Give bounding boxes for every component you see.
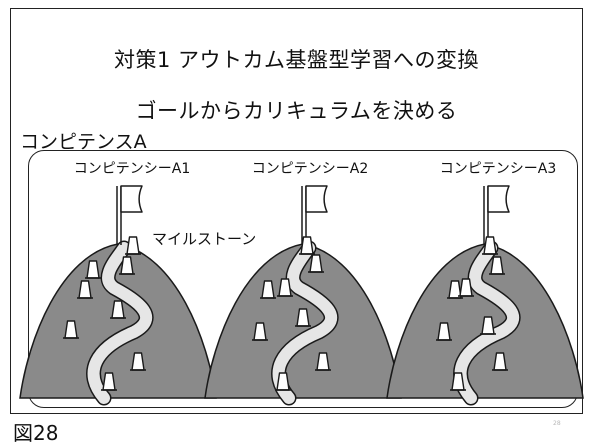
mountain-a1 xyxy=(20,186,216,398)
sub-competency-a1: コンピテンシーA1 xyxy=(73,161,191,177)
page-number: 28 xyxy=(553,420,561,427)
sub-competency-a2: コンピテンシーA2 xyxy=(251,161,369,177)
mountain-a2 xyxy=(205,186,401,398)
mountain-a3 xyxy=(387,186,583,398)
slide-subtitle: ゴールからカリキュラムを決める xyxy=(135,99,458,123)
slide-title: 対策1 アウトカム基盤型学習への変換 xyxy=(113,48,480,72)
competence-panel xyxy=(28,150,578,408)
figure-label: 図28 xyxy=(13,421,59,445)
competence-label: コンピテンスA xyxy=(20,131,147,153)
sub-competency-a3: コンピテンシーA3 xyxy=(439,161,557,177)
slide-frame xyxy=(10,8,583,414)
milestone-label: マイルストーン xyxy=(150,228,259,249)
